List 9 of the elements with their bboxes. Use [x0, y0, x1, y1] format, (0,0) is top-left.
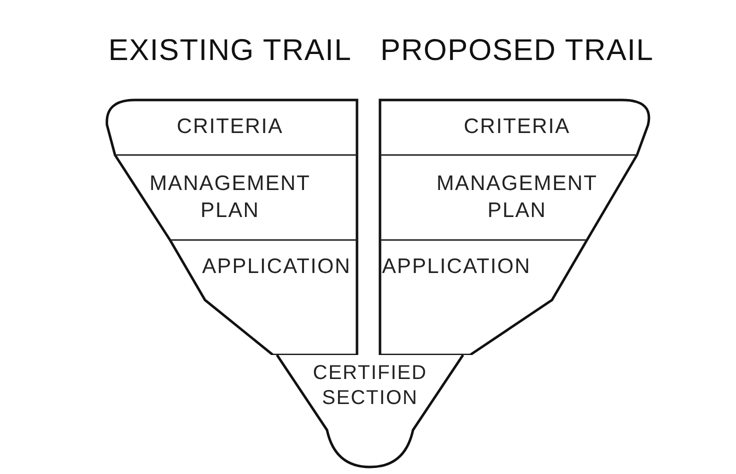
section-label: MANAGEMENT PLAN — [148, 171, 312, 224]
section-label: APPLICATION — [202, 254, 351, 280]
section-label: CRITERIA — [464, 114, 570, 140]
section-label: MANAGEMENT PLAN — [435, 171, 598, 224]
column-heading: PROPOSED TRAIL — [380, 32, 654, 68]
section-label: CRITERIA — [176, 114, 284, 140]
column-heading: EXISTING TRAIL — [108, 32, 352, 68]
section-label: CERTIFIED SECTION — [312, 361, 428, 411]
section-label: APPLICATION — [382, 254, 531, 280]
